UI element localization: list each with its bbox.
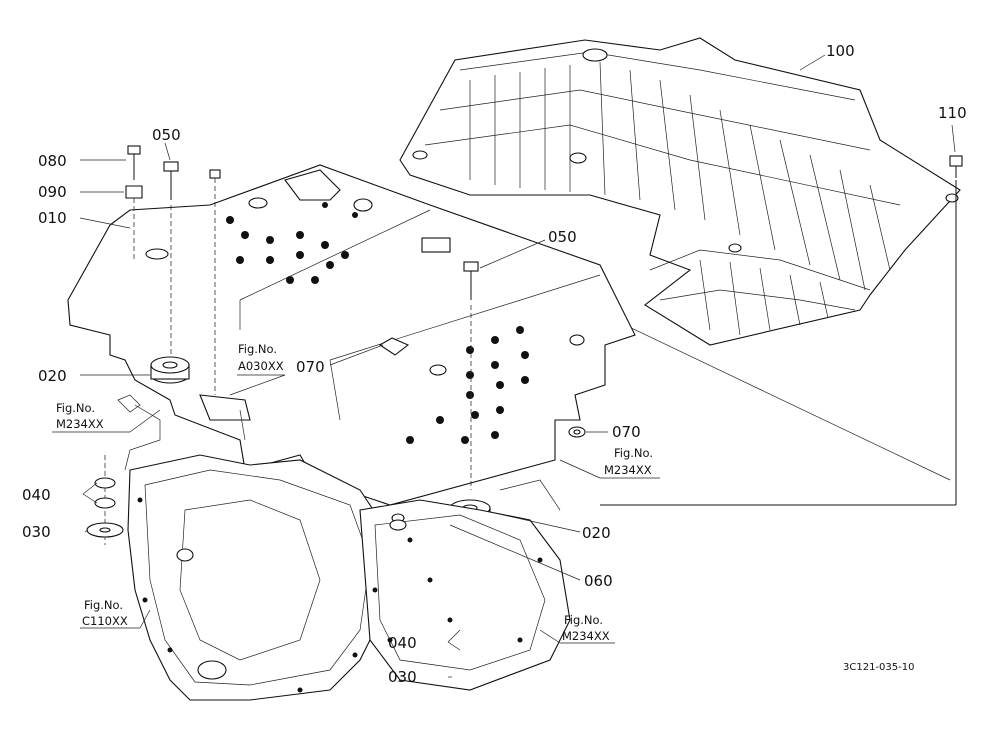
guide-line — [624, 324, 951, 481]
bolt-110 — [600, 155, 963, 506]
leader-lines — [52, 54, 956, 678]
label-050-left: 050 — [152, 126, 181, 144]
part-labels: 100 110 080 050 090 010 050 020 070 070 … — [22, 42, 967, 686]
nut-090 — [125, 185, 143, 199]
ref-m234-left-code: M234XX — [56, 417, 104, 431]
label-100: 100 — [826, 42, 855, 60]
step-cover-100 — [399, 37, 961, 346]
step-plate-010 — [67, 164, 636, 506]
bolt-080 — [127, 145, 141, 260]
label-040-bottom: 040 — [388, 634, 417, 652]
label-030-left: 030 — [22, 523, 51, 541]
label-070-left: 070 — [296, 358, 325, 376]
transmission-case — [127, 454, 571, 701]
figure-references: Fig.No. A030XX Fig.No. M234XX Fig.No. M2… — [56, 342, 653, 643]
wire-harness — [117, 394, 251, 471]
ref-m234-left-title: Fig.No. — [56, 401, 95, 415]
label-020-right: 020 — [582, 524, 611, 542]
label-040-left: 040 — [22, 486, 51, 504]
ref-m234-right-code: M234XX — [604, 463, 652, 477]
label-050-right: 050 — [548, 228, 577, 246]
small-bolt — [209, 169, 221, 395]
bolt-050-left — [163, 161, 179, 355]
label-010: 010 — [38, 209, 67, 227]
label-080: 080 — [38, 152, 67, 170]
ref-m234-right-title: Fig.No. — [614, 446, 653, 460]
label-110: 110 — [938, 104, 967, 122]
label-030-bottom: 030 — [388, 668, 417, 686]
ref-m234-bottom-code: M234XX — [562, 629, 610, 643]
rubber-mount-020-left — [150, 356, 190, 384]
label-070-right: 070 — [612, 423, 641, 441]
ref-a030-title: Fig.No. — [238, 342, 277, 356]
ref-m234-bottom-title: Fig.No. — [564, 613, 603, 627]
label-060: 060 — [584, 572, 613, 590]
label-020-left: 020 — [38, 367, 67, 385]
bolt-050-right — [463, 261, 479, 490]
washer-070-right — [568, 426, 586, 438]
label-090: 090 — [38, 183, 67, 201]
ref-a030-code: A030XX — [238, 359, 284, 373]
washers-left — [86, 455, 124, 545]
ref-c110-code: C110XX — [82, 614, 128, 628]
drawing-code: 3C121-035-10 — [843, 662, 914, 673]
ref-c110-title: Fig.No. — [84, 598, 123, 612]
